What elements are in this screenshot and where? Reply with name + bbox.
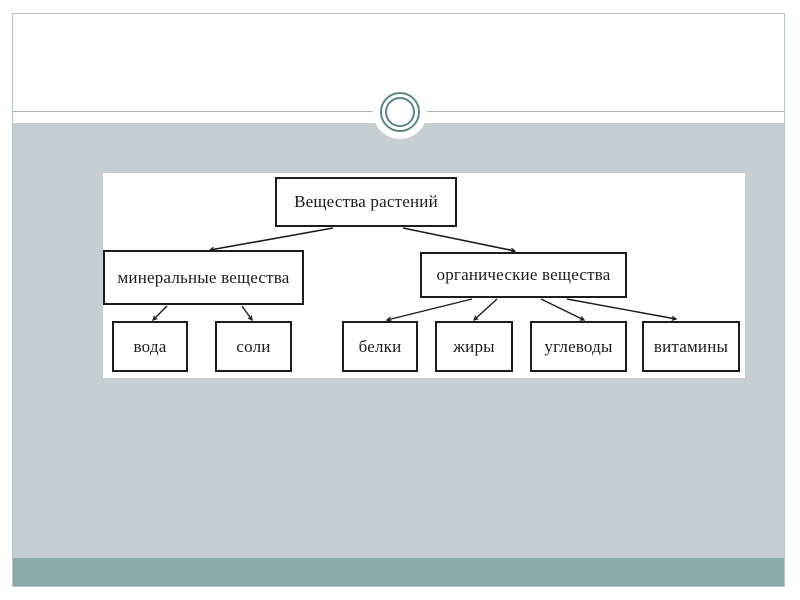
node-water: вода: [112, 321, 188, 372]
circle-ornament-inner-ring-icon: [385, 97, 415, 127]
bottom-accent-strip: [13, 558, 784, 586]
node-vitamins: витамины: [642, 321, 740, 372]
node-proteins: белки: [342, 321, 418, 372]
node-fats: жиры: [435, 321, 513, 372]
node-salts: соли: [215, 321, 292, 372]
diagram-panel: Вещества растений минеральные вещества о…: [103, 173, 745, 378]
node-carbohydrates: углеводы: [530, 321, 627, 372]
node-mineral-substances: минеральные вещества: [103, 250, 304, 305]
node-organic-substances: органические вещества: [420, 252, 627, 298]
node-plant-substances: Вещества растений: [275, 177, 457, 227]
